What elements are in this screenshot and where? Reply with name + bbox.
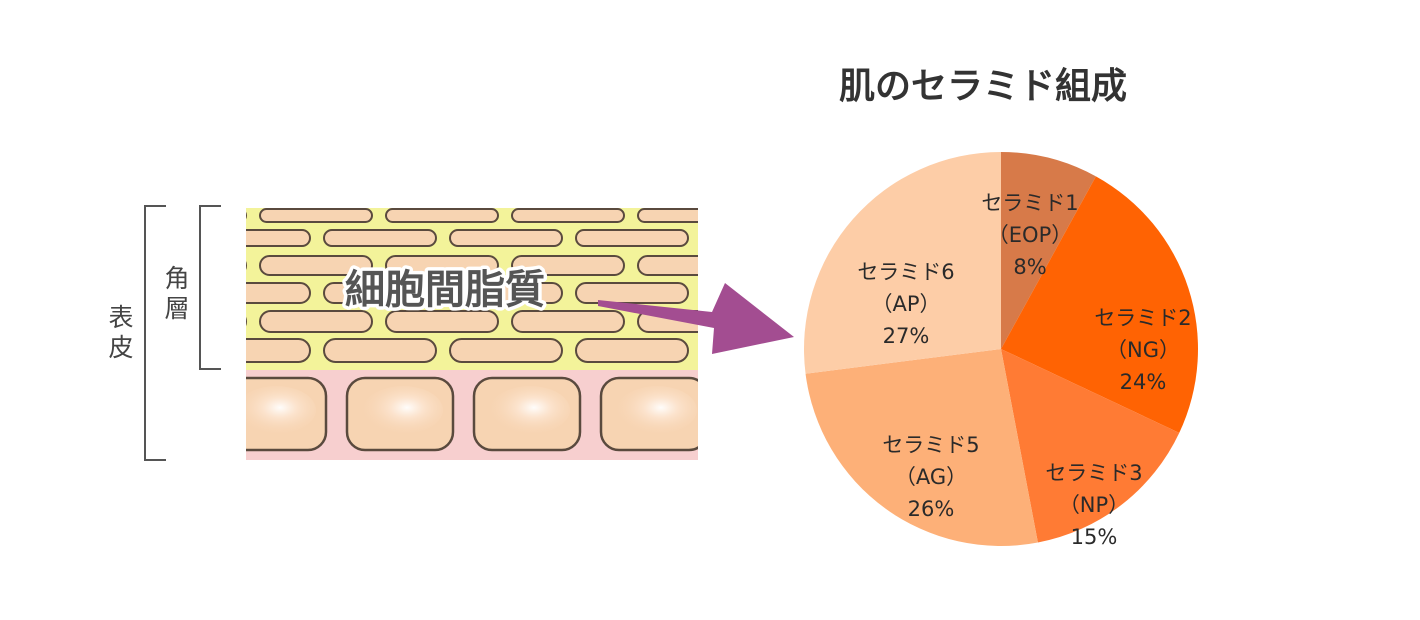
- pie-slice-label: セラミド1 （EOP） 8%: [981, 191, 1078, 279]
- pie-labels: セラミド1（EOP）8%セラミド2（NG）24%セラミド3（NP）15%セラミド…: [857, 191, 1191, 549]
- slice-code: （NP）: [1059, 493, 1129, 517]
- stratum-corneum-label: 角層: [164, 264, 190, 323]
- corneocyte: [246, 211, 247, 220]
- slice-name: セラミド2: [1094, 306, 1191, 330]
- corneocyte: [449, 338, 563, 363]
- corneocyte: [259, 255, 373, 276]
- slice-code: （AG）: [895, 465, 967, 489]
- corneocyte: [72, 230, 184, 246]
- slice-code: （NG）: [1106, 338, 1180, 362]
- arrow-to-chart: [598, 283, 794, 354]
- pie-slice-4: [805, 349, 1038, 546]
- intercellular-lipid-label: 細胞間脂質: [345, 267, 545, 313]
- corneocyte-group: [72, 208, 814, 363]
- pie-slice-1: [1001, 152, 1096, 349]
- corneocyte: [259, 310, 373, 333]
- corneocyte: [385, 255, 499, 276]
- slice-percent: 24%: [1120, 370, 1167, 394]
- corneocyte: [259, 208, 373, 223]
- cell-highlight: [363, 386, 443, 434]
- corneocyte: [246, 282, 311, 304]
- corneocyte: [511, 255, 625, 276]
- slice-percent: 8%: [1013, 255, 1046, 279]
- slice-percent: 26%: [908, 497, 955, 521]
- slice-name: セラミド6: [857, 260, 954, 284]
- pie-slice-label: セラミド5 （AG） 26%: [882, 433, 979, 521]
- cell-highlight: [246, 386, 316, 434]
- pie-slice-2: [1001, 176, 1198, 433]
- corneocyte: [385, 208, 499, 223]
- pie-slice-label: セラミド6 （AP） 27%: [857, 260, 954, 348]
- corneocyte: [246, 338, 311, 363]
- pie-slice-3: [1001, 349, 1180, 543]
- cell-highlight: [490, 386, 570, 434]
- slice-percent: 27%: [883, 324, 930, 348]
- slice-name: セラミド3: [1045, 461, 1142, 485]
- slice-name: セラミド5: [882, 433, 979, 457]
- slice-name: セラミド1: [981, 191, 1078, 215]
- pie-slice-label: セラミド2 （NG） 24%: [1094, 306, 1191, 394]
- pie-chart: [803, 151, 1198, 546]
- pie-slice-5: [803, 151, 1001, 374]
- corneocyte: [246, 229, 311, 247]
- corneocyte: [575, 229, 689, 247]
- slice-code: （EOP）: [988, 223, 1072, 247]
- corneocyte: [637, 208, 698, 223]
- corneocyte: [449, 229, 563, 247]
- pie-slice-label: セラミド3 （NP） 15%: [1045, 461, 1142, 549]
- epidermis-bracket: [144, 205, 166, 461]
- corneocyte: [323, 229, 437, 247]
- corneocyte: [323, 282, 437, 304]
- chart-title: 肌のセラミド組成: [839, 66, 1127, 107]
- corneocyte: [323, 338, 437, 363]
- corneocyte: [575, 338, 689, 363]
- corneocyte: [449, 282, 563, 304]
- corneocyte: [702, 230, 814, 246]
- corneocyte: [637, 255, 698, 276]
- corneocyte: [385, 310, 499, 333]
- stratum-corneum-bracket: [199, 205, 221, 370]
- slice-code: （AP）: [871, 292, 940, 316]
- skin-cross-section: [72, 208, 814, 460]
- corneocyte: [511, 208, 625, 223]
- epidermis-label: 表皮: [108, 303, 134, 362]
- corneocyte: [511, 310, 625, 333]
- living-cell-group: [246, 376, 698, 452]
- corneocyte: [575, 282, 689, 304]
- slice-percent: 15%: [1071, 525, 1118, 549]
- cell-highlight: [617, 386, 697, 434]
